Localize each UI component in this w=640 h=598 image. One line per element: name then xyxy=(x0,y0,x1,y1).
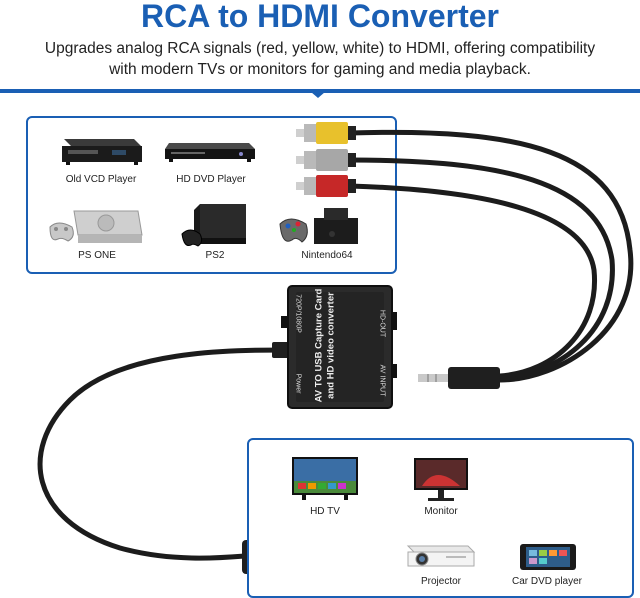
source-label-vcd: Old VCD Player xyxy=(65,174,137,185)
page-title: RCA to HDMI Converter xyxy=(141,0,499,34)
rca-cable-red xyxy=(349,183,598,379)
box-main-label: AV TO USB Capture Card xyxy=(313,288,325,403)
box-sub-label: and HD video converter xyxy=(325,292,337,399)
display-label-projector: Projector xyxy=(420,576,461,587)
display-label-monitor: Monitor xyxy=(424,506,458,517)
usb-cable xyxy=(37,347,291,561)
page-subtitle: Upgrades analog RCA signals (red, yellow… xyxy=(10,38,630,80)
rca-cable-yellow xyxy=(349,129,634,383)
source-label-ps2: PS2 xyxy=(205,250,225,261)
source-label-hd-dvd: HD DVD Player xyxy=(176,174,246,185)
display-label-hd-tv: HD TV xyxy=(310,506,340,517)
box-power-label: Power xyxy=(294,373,302,394)
divider-notch xyxy=(311,92,325,98)
box-in-label: AV INPUT xyxy=(378,364,386,397)
ps2-console-icon xyxy=(181,204,246,247)
source-label-n64: Nintendo64 xyxy=(301,250,353,261)
rca-plug-yellow xyxy=(296,122,356,144)
monitor-icon xyxy=(414,458,468,501)
subtitle-line-1: Upgrades analog RCA signals (red, yellow… xyxy=(44,40,596,57)
subtitle-line-2: with modern TVs or monitors for gaming a… xyxy=(109,61,531,78)
rca-plug-red xyxy=(296,175,356,197)
dvd-player-icon xyxy=(165,143,255,162)
box-out-label: HD-OUT xyxy=(378,309,386,338)
n64-console-icon xyxy=(279,208,358,244)
rca-cable-white xyxy=(349,157,615,381)
converter-box xyxy=(281,285,397,409)
box-switch-label: 720P/1080P xyxy=(294,294,302,333)
vcd-player-icon xyxy=(62,139,142,165)
ps-one-console-icon xyxy=(49,210,143,243)
display-label-car-dvd: Car DVD player xyxy=(511,576,583,587)
rca-plug-white xyxy=(296,149,356,171)
tv-icon xyxy=(292,457,358,500)
source-label-ps-one: PS ONE xyxy=(78,250,116,261)
av-35mm-plug xyxy=(418,367,500,389)
projector-icon xyxy=(406,545,476,567)
header-divider xyxy=(0,89,640,93)
car-dvd-icon xyxy=(520,544,576,570)
